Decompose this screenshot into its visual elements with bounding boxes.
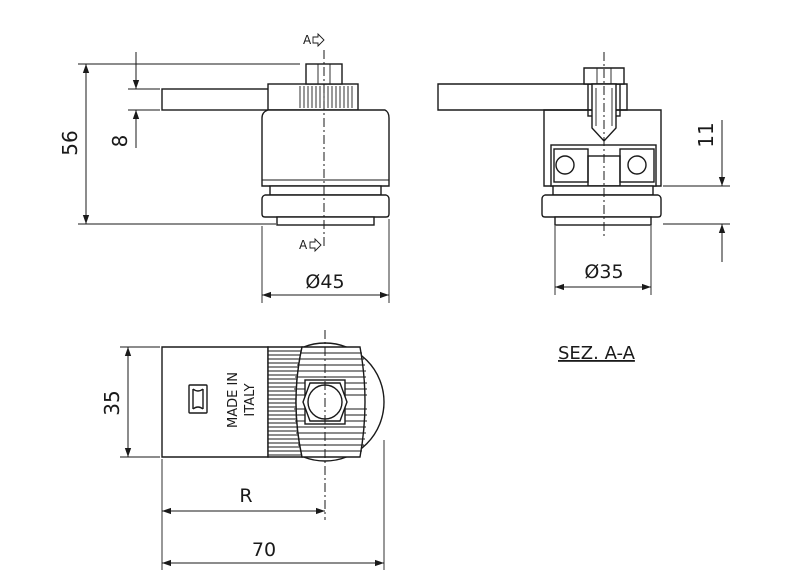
bottom-plate <box>276 216 375 226</box>
section-arrow-bottom <box>309 237 322 253</box>
brand-logo-icon <box>188 384 208 414</box>
dim-11: 11 <box>694 122 718 147</box>
dim-d35: Ø35 <box>584 261 623 283</box>
dim-r: R <box>239 485 252 507</box>
section-title: SEZ. A-A <box>558 343 636 364</box>
dim-8: 8 <box>108 135 132 148</box>
dim-35: 35 <box>100 390 124 415</box>
section-bottom-plate <box>554 216 652 226</box>
section-housing <box>543 109 662 187</box>
top-view: MADE IN ITALY 35 R 70 <box>100 330 385 570</box>
collar-knurling <box>299 86 353 108</box>
dim-70: 70 <box>252 539 276 561</box>
section-marker-top: A <box>303 33 312 47</box>
bearing-ball-right <box>627 155 647 175</box>
base-flange <box>261 194 390 218</box>
italy-label: ITALY <box>243 383 258 416</box>
cylinder-body <box>261 109 390 187</box>
section-view: 11 Ø35 SEZ. A-A <box>437 52 730 364</box>
bearing-ball-left <box>555 155 575 175</box>
neck <box>269 185 382 196</box>
knurled-collar <box>267 83 359 111</box>
section-screw-shank <box>591 83 617 143</box>
section-marker-bottom: A <box>299 238 308 252</box>
section-arrow-top <box>312 32 325 48</box>
made-in-label: MADE IN <box>226 372 241 428</box>
lever-arm <box>161 88 273 111</box>
dim-56: 56 <box>58 130 82 155</box>
dim-d45: Ø45 <box>305 271 344 293</box>
front-view: A A 56 8 Ø45 <box>58 32 390 303</box>
section-flange <box>541 194 662 218</box>
